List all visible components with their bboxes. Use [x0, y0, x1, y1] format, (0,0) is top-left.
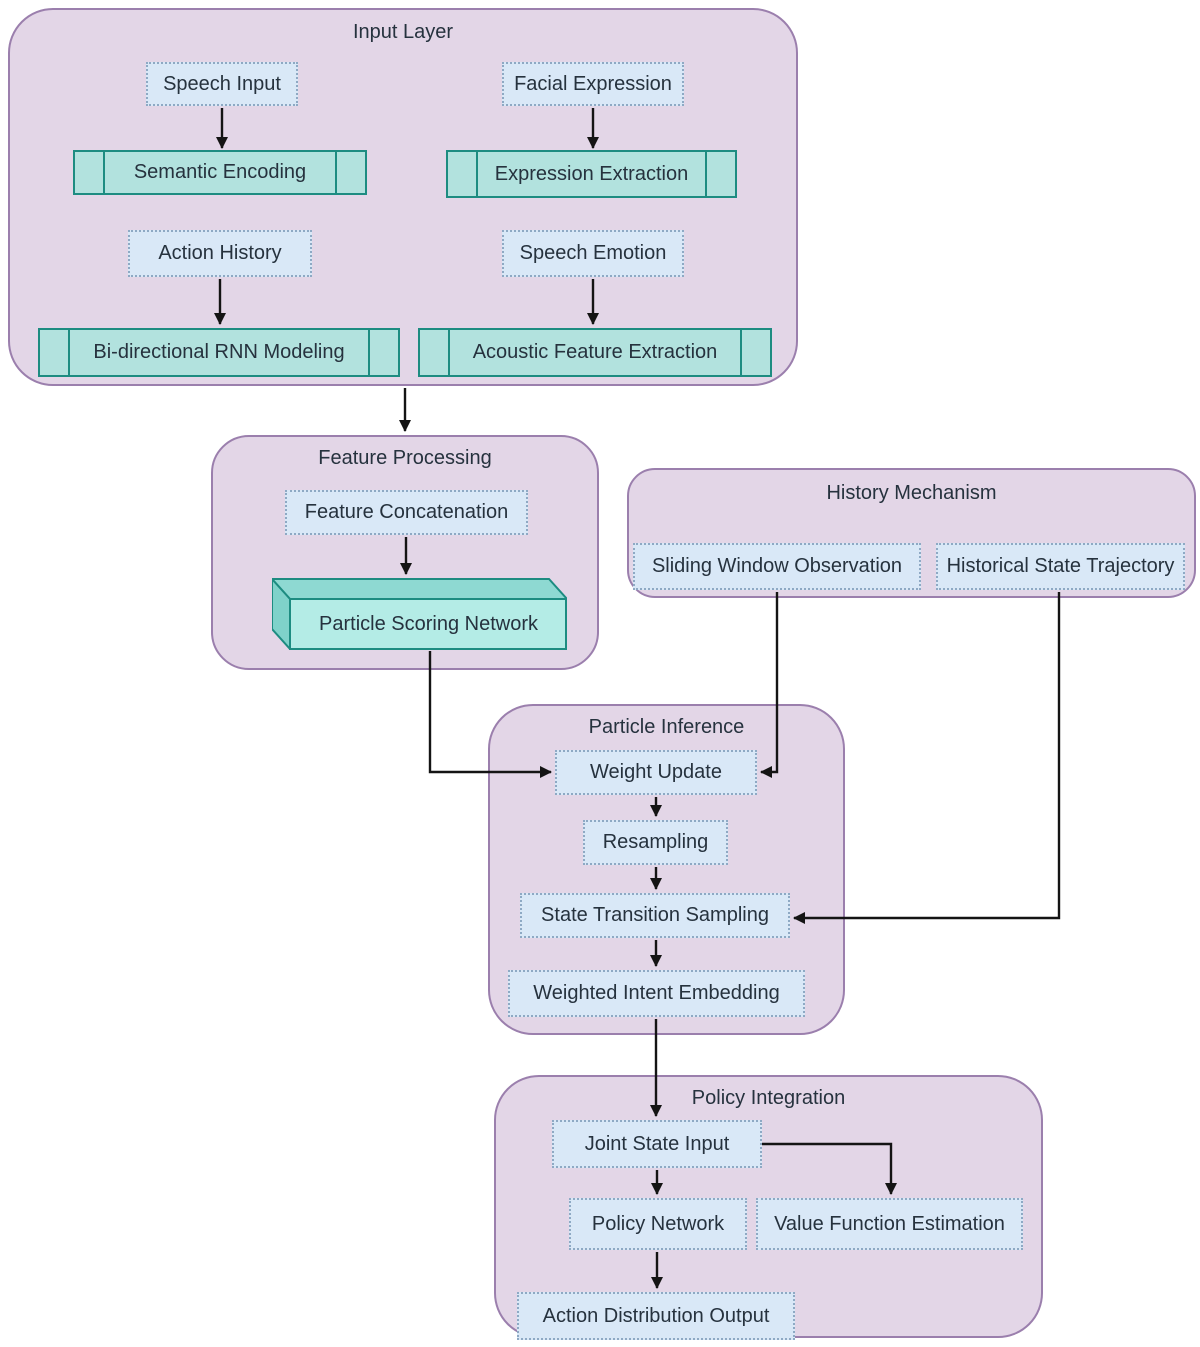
- node-speech-input: Speech Input: [146, 62, 298, 106]
- node-state-transition-sampling: State Transition Sampling: [520, 893, 790, 938]
- node-particle-scoring-network-label: Particle Scoring Network: [319, 613, 538, 635]
- container-title-input-layer: Input Layer: [352, 21, 454, 43]
- edge-joint-state-input-to-value-function-estimation: [762, 1142, 897, 1195]
- node-bidirectional-rnn-modeling: Bi-directional RNN Modeling: [38, 328, 400, 377]
- node-weighted-intent-embedding: Weighted Intent Embedding: [508, 970, 805, 1017]
- node-historical-state-trajectory: Historical State Trajectory: [936, 543, 1185, 590]
- container-title-feature-processing: Feature Processing: [318, 447, 492, 469]
- node-action-history: Action History: [128, 230, 312, 277]
- container-title-policy-integration: Policy Integration: [691, 1087, 846, 1109]
- node-sliding-window-observation: Sliding Window Observation: [633, 543, 921, 590]
- node-policy-network: Policy Network: [569, 1198, 747, 1250]
- node-feature-concatenation: Feature Concatenation: [285, 490, 528, 535]
- node-resampling: Resampling: [583, 820, 728, 865]
- node-acoustic-feature-extraction: Acoustic Feature Extraction: [418, 328, 772, 377]
- edge-historical-state-trajectory-to-state-transition-sampling: [793, 592, 1061, 924]
- edge-sliding-window-observation-to-weight-update: [760, 592, 779, 778]
- node-joint-state-input: Joint State Input: [552, 1120, 762, 1168]
- node-value-function-estimation: Value Function Estimation: [756, 1198, 1023, 1250]
- node-speech-emotion: Speech Emotion: [502, 230, 684, 277]
- container-title-particle-inference: Particle Inference: [588, 716, 745, 738]
- node-facial-expression: Facial Expression: [502, 62, 684, 106]
- node-semantic-encoding: Semantic Encoding: [73, 150, 367, 195]
- node-weight-update: Weight Update: [555, 750, 757, 795]
- cuboid-shape: [269, 576, 570, 652]
- container-title-history-mechanism: History Mechanism: [826, 482, 997, 504]
- node-particle-scoring-network: Particle Scoring Network: [269, 576, 570, 652]
- edge-particle-scoring-network-to-weight-update: [428, 651, 552, 778]
- node-action-distribution-output: Action Distribution Output: [517, 1292, 795, 1340]
- node-expression-extraction: Expression Extraction: [446, 150, 737, 198]
